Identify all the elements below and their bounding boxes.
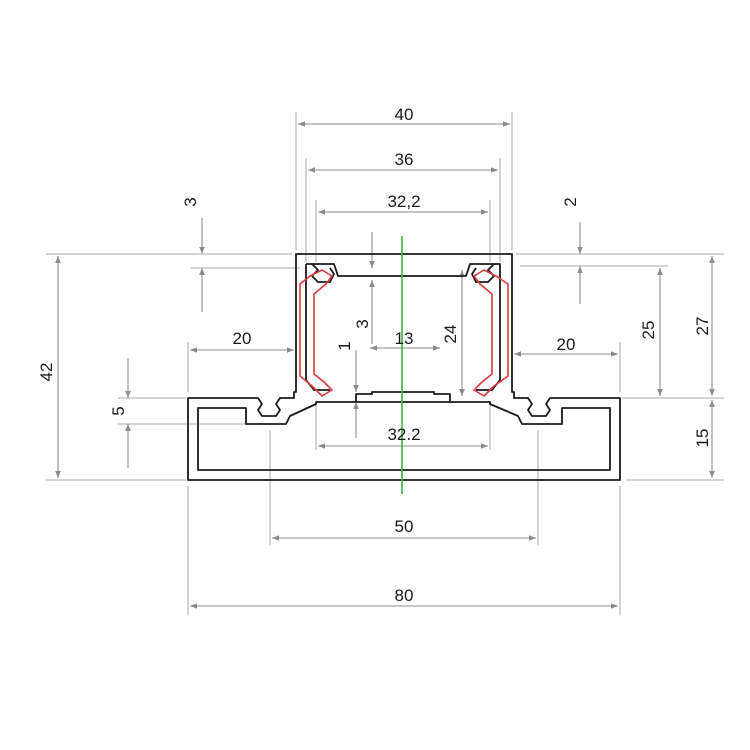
dim-step: 1 — [335, 341, 354, 350]
dim-channel-height-27: 27 — [693, 317, 712, 336]
dim-groove-spacing: 50 — [395, 517, 414, 536]
dim-slot-depth: 3 — [353, 319, 372, 328]
dim-bottom-slot-width: 32.2 — [387, 425, 420, 444]
extension-lines — [46, 112, 724, 615]
dim-slot-height: 5 — [109, 406, 128, 415]
dim-top-wall-left: 3 — [181, 197, 200, 206]
dim-right-flange: 20 — [557, 335, 576, 354]
dim-channel-height-25: 25 — [639, 321, 658, 340]
dim-inner-height: 24 — [441, 325, 460, 344]
dim-total-height: 42 — [37, 363, 56, 382]
dimension-lines — [55, 121, 715, 609]
dim-left-flange: 20 — [233, 329, 252, 348]
dim-top-width-inner: 36 — [395, 150, 414, 169]
dim-top-wall-right: 2 — [561, 197, 580, 206]
dimension-labels: 40 36 32,2 3 2 42 20 20 3 1 13 24 25 27 … — [37, 105, 712, 605]
dim-base-height: 15 — [693, 429, 712, 448]
dim-top-width-outer: 40 — [395, 105, 414, 124]
dim-top-width-slot: 32,2 — [387, 192, 420, 211]
dim-base-width: 80 — [395, 586, 414, 605]
dim-center-gap: 13 — [395, 329, 414, 348]
gasket-lines — [299, 269, 509, 397]
